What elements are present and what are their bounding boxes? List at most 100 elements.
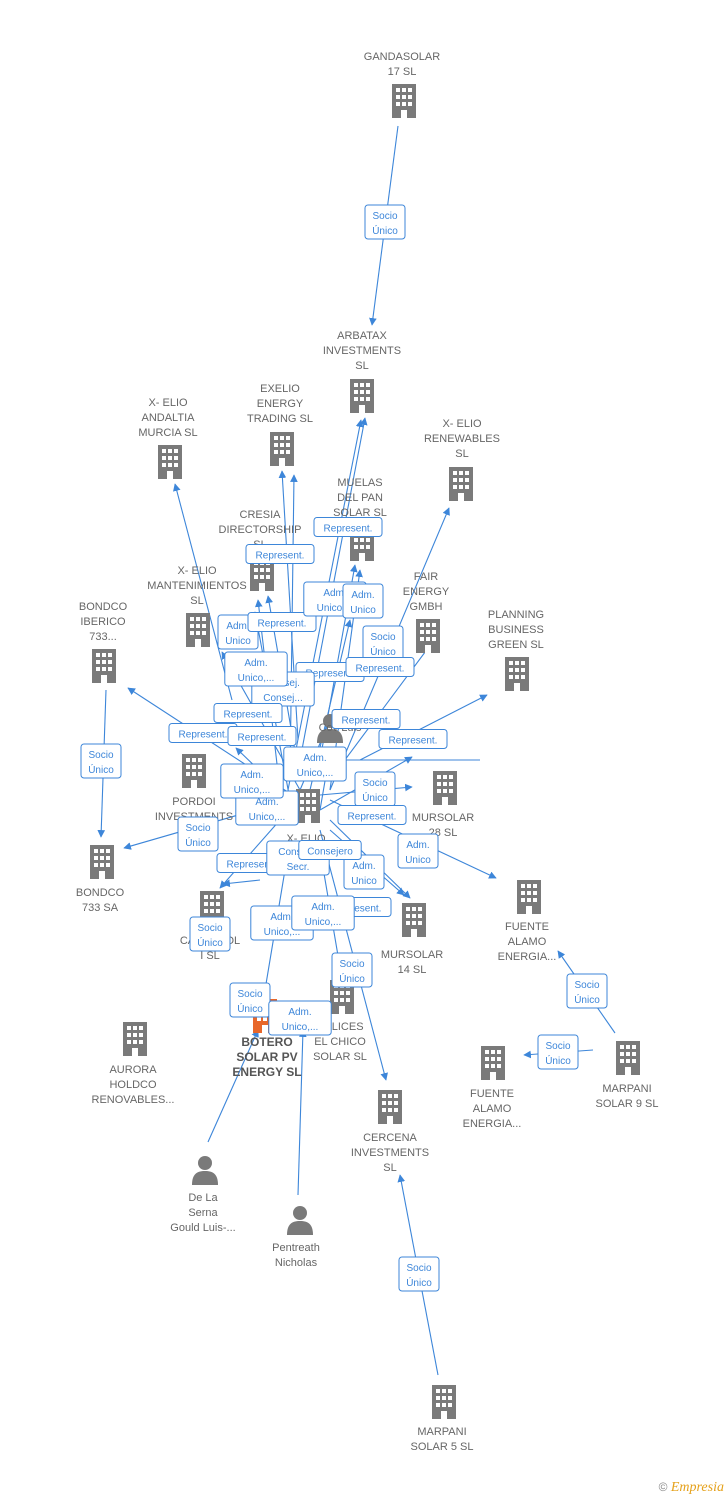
edge-label-box bbox=[177, 816, 219, 852]
edge-label-text: Adm. bbox=[406, 840, 429, 851]
node-label: DIRECTORSHIP bbox=[219, 524, 302, 536]
edge-line-hub-bondco_733 bbox=[222, 879, 261, 888]
edge-label-hub-muelas[interactable]: Adm.Unico,... bbox=[283, 746, 347, 782]
node-label: MANTENIMIENTOS bbox=[147, 580, 246, 592]
edge-label-hub-arbatax[interactable]: Represent. bbox=[247, 612, 317, 632]
edge-label-hub-exelio_energy[interactable]: Adm.Unico,... bbox=[224, 651, 288, 687]
edge-label-hub-xelio_mant[interactable]: Represent. bbox=[168, 723, 238, 743]
edge-label-box bbox=[291, 895, 355, 931]
edge-label-hub-pordoi[interactable]: Adm.Unico,... bbox=[220, 763, 284, 799]
edge-label-hub-arbatax[interactable]: Adm.Unico bbox=[342, 583, 384, 619]
node-label: MUELAS bbox=[337, 477, 382, 489]
edge-label-box bbox=[342, 583, 384, 619]
edge-label-hub-fair[interactable]: Represent. bbox=[227, 726, 297, 746]
edge-label-text: Único bbox=[370, 645, 396, 658]
building-icon bbox=[270, 432, 294, 466]
edge-label-box bbox=[343, 854, 385, 890]
node-label: CRESIA bbox=[240, 509, 282, 521]
node-label: ENERGY bbox=[257, 398, 304, 410]
edge-label-hub-cercena[interactable]: Adm.Unico,... bbox=[268, 1000, 332, 1036]
footer-brand[interactable]: © Empresia bbox=[659, 1480, 724, 1496]
edge-label-text: Único bbox=[372, 224, 398, 237]
edge-label-box bbox=[331, 952, 373, 988]
node-label: RENEWABLES bbox=[424, 433, 500, 445]
node-label: GREEN SL bbox=[488, 639, 544, 651]
edge-label-box bbox=[80, 743, 122, 779]
node-label: 14 SL bbox=[398, 964, 427, 976]
node-label: ARBATAX bbox=[337, 330, 387, 342]
node-label: SL bbox=[383, 1162, 396, 1174]
node-aurora[interactable]: AURORAHOLDCORENOVABLES... bbox=[92, 1022, 175, 1106]
node-label: FUENTE bbox=[470, 1088, 514, 1100]
node-label: AURORA bbox=[109, 1064, 157, 1076]
edge-label-box bbox=[247, 612, 317, 632]
node-label: BUSINESS bbox=[488, 624, 544, 636]
edge-label-text: Adm. bbox=[311, 902, 334, 913]
edge-label-hub-exelio_energy[interactable]: Represent. bbox=[245, 544, 315, 564]
node-label: CERCENA bbox=[363, 1132, 417, 1144]
building-icon bbox=[296, 789, 320, 823]
edge-label-hub-cantosol[interactable]: Adm.Unico bbox=[343, 854, 385, 890]
copyright-symbol: © bbox=[658, 1480, 668, 1494]
building-icon bbox=[402, 903, 426, 937]
edge-label-box bbox=[313, 517, 383, 537]
edge-label-hub-cresia[interactable]: Represent. bbox=[345, 657, 415, 677]
node-label: 17 SL bbox=[388, 66, 417, 78]
edge-label-hub-calices[interactable]: Adm.Unico,... bbox=[291, 895, 355, 931]
node-fuente_alamo_1[interactable]: FUENTEALAMOENERGIA... bbox=[498, 880, 557, 963]
node-label: SOLAR PV bbox=[236, 1050, 297, 1064]
edge-label-hub-mursolar[interactable]: Adm.Unico bbox=[397, 833, 439, 869]
node-bondco_iberico[interactable]: BONDCOIBERICO733... bbox=[79, 601, 128, 683]
edge-label-hub-cresia[interactable]: Represent. bbox=[313, 517, 383, 537]
edge-label-text: Socio bbox=[406, 1263, 431, 1274]
edge-label-hub-mursolar_14[interactable]: Represent. bbox=[213, 703, 283, 723]
edge-label-hub-xelio_center[interactable]: Represent. bbox=[337, 805, 407, 825]
edge-label-pentreath-botero[interactable]: Consejero bbox=[298, 840, 362, 860]
node-label: Gould Luis-... bbox=[170, 1222, 235, 1234]
building-icon bbox=[392, 84, 416, 118]
node-fuente_alamo_2[interactable]: FUENTEALAMOENERGIA... bbox=[463, 1046, 522, 1130]
edge-label-text: Represent. bbox=[224, 710, 273, 721]
edge-label-hub-fair[interactable]: Represent. bbox=[378, 729, 448, 749]
edge-label-hub-planning[interactable]: Represent. bbox=[331, 709, 401, 729]
edge-label-text: Represent. bbox=[348, 812, 397, 823]
edge-label-text: Socio bbox=[88, 750, 113, 761]
node-label: PORDOI bbox=[172, 796, 215, 808]
edge-label-text: Socio bbox=[339, 959, 364, 970]
edge-label-text: Único bbox=[88, 763, 114, 776]
edge-label-text: Socio bbox=[185, 823, 210, 834]
edge-label-text: Único bbox=[574, 993, 600, 1006]
node-label: Nicholas bbox=[275, 1257, 318, 1269]
edge-label-text: Represent. bbox=[256, 551, 305, 562]
